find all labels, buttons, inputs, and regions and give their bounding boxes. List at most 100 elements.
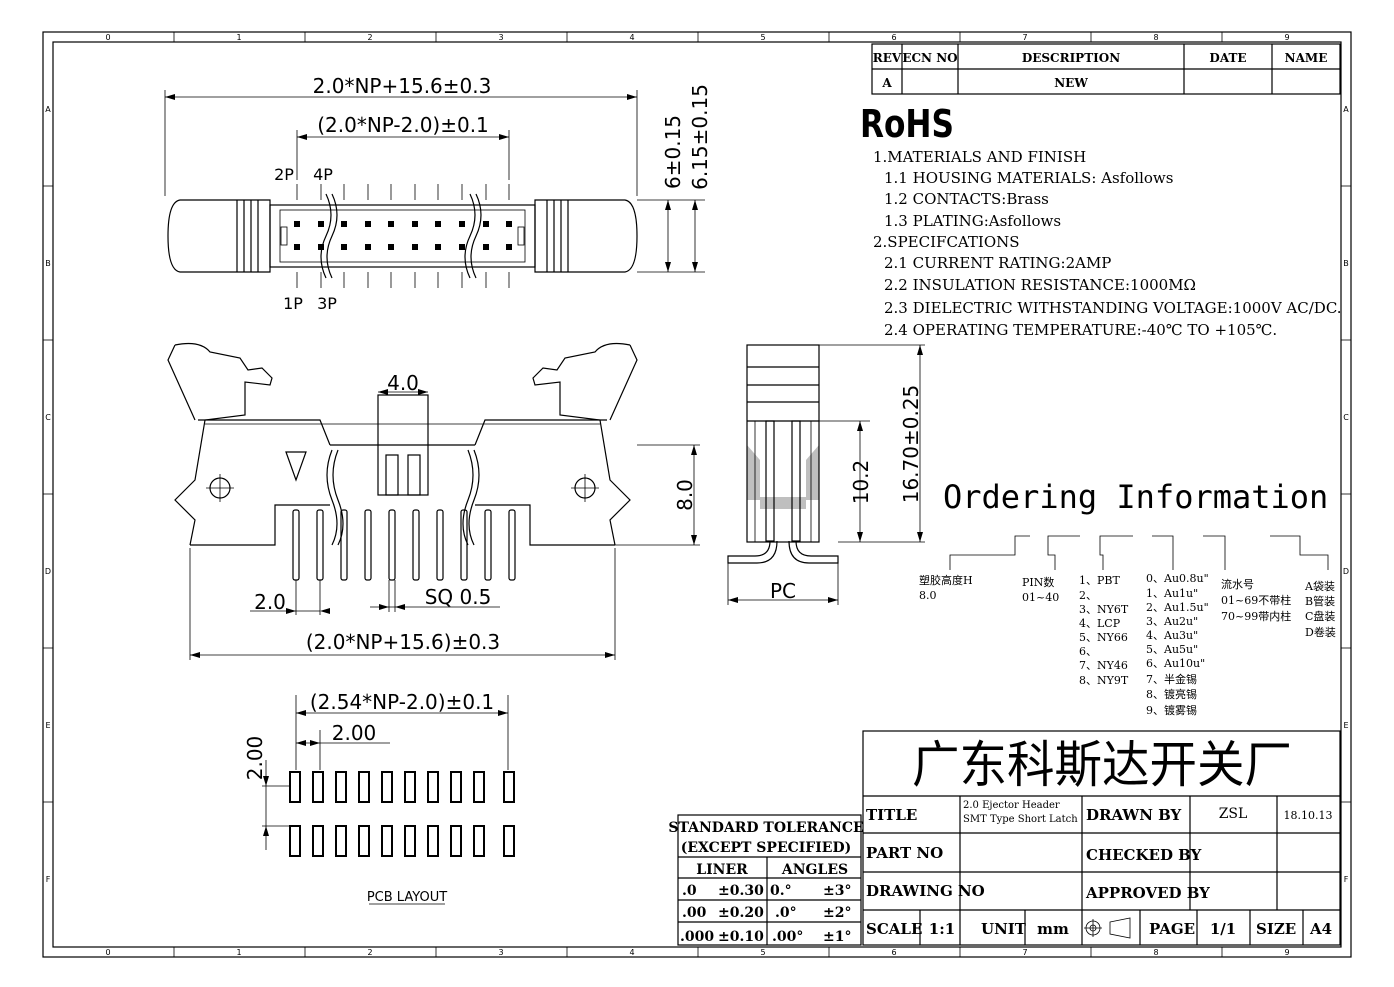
rohs-line-8: 2.3 DIELECTRIC WITHSTANDING VOLTAGE:1000… — [884, 299, 1342, 317]
zone-col-6-top: 6 — [891, 33, 896, 42]
pcb-layout: (2.54*NP-2.0)±0.1 2.00 2.00 PCB LAYOUT — [243, 690, 515, 905]
title-value-1: 2.0 Ejector Header — [963, 800, 1060, 811]
zone-col-0-bottom: 0 — [105, 948, 110, 957]
rohs-line-4: 1.3 PLATING:Asfollows — [884, 212, 1061, 230]
order-g3-l6: 6、 — [1079, 645, 1097, 658]
order-g4-l4: 3、Au2u" — [1146, 615, 1198, 628]
checked-by-label: CHECKED BY — [1086, 846, 1202, 864]
zone-col-3-bottom: 3 — [498, 948, 503, 957]
ordering-title: Ordering Information — [943, 478, 1328, 516]
order-g4-l2: 1、Au1u" — [1146, 587, 1198, 600]
zone-col-3-top: 3 — [498, 33, 503, 42]
rohs-line-9: 2.4 OPERATING TEMPERATURE:-40℃ TO +105℃. — [884, 321, 1277, 339]
tol-r1-l1: .0 — [682, 883, 697, 899]
front-dim-sq: SQ 0.5 — [425, 585, 492, 609]
tol-r1-a1: 0.° — [770, 883, 792, 899]
approved-by-label: APPROVED BY — [1085, 884, 1210, 902]
front-pin-row — [292, 509, 516, 581]
order-g4-l8: 7、半金锡 — [1146, 672, 1197, 686]
rohs-title: RoHS — [860, 102, 954, 146]
title-value-2: SMT Type Short Latch — [963, 814, 1078, 825]
projection-symbol-icon — [1084, 917, 1131, 939]
pin-label-4p: 4P — [313, 165, 333, 184]
tol-r3-a2: ±1° — [823, 929, 851, 945]
size-value: A4 — [1309, 920, 1332, 938]
tol-r1-l2: ±0.30 — [718, 883, 764, 899]
zone-row-b-left: B — [45, 259, 51, 268]
zone-col-5-bottom: 5 — [760, 948, 765, 957]
order-g2-l1: PIN数 — [1022, 576, 1054, 589]
zone-col-5-top: 5 — [760, 33, 765, 42]
order-g3-l5: 5、NY66 — [1079, 631, 1128, 644]
zone-col-7-top: 7 — [1022, 33, 1027, 42]
order-g3-l2: 2、 — [1079, 589, 1097, 602]
description-value: NEW — [1054, 76, 1088, 90]
top-dim-height-outer: 6.15±0.15 — [688, 84, 712, 190]
order-g3-l4: 4、LCP — [1079, 617, 1121, 630]
order-g4-l10: 9、镀雾锡 — [1146, 703, 1197, 717]
company-name: 广东科斯达开关厂 — [912, 736, 1292, 794]
order-g3-l1: 1、PBT — [1079, 574, 1120, 587]
front-dim-overall: (2.0*NP+15.6)±0.3 — [306, 630, 500, 654]
size-label: SIZE — [1256, 920, 1296, 938]
part-no-label: PART NO — [866, 844, 943, 862]
order-g4-l9: 8、镀亮锡 — [1146, 687, 1197, 701]
scale-label: SCALE — [866, 920, 922, 938]
side-label-pc: PC — [770, 579, 796, 603]
pin-label-1p: 1P — [283, 294, 303, 313]
tol-r3-a1: .00° — [772, 929, 803, 945]
pcb-dim-pitch-x: 2.00 — [332, 721, 377, 745]
front-dim-key: 4.0 — [387, 371, 419, 395]
name-header: NAME — [1285, 51, 1328, 65]
title-label: TITLE — [866, 806, 917, 824]
order-g6-l2: B管装 — [1305, 594, 1335, 608]
tolerance-title-1: STANDARD TOLERANCE — [668, 820, 863, 836]
zone-col-9-bottom: 9 — [1284, 948, 1289, 957]
order-g4-l6: 5、Au5u" — [1146, 643, 1198, 656]
order-g5-l2: 01~69不带柱 — [1221, 593, 1291, 607]
tol-r2-a2: ±2° — [823, 905, 851, 921]
unit-label: UNIT — [981, 920, 1027, 938]
side-dim-inner: 10.2 — [849, 460, 873, 505]
rohs-line-7: 2.2 INSULATION RESISTANCE:1000MΩ — [884, 276, 1196, 294]
zone-row-f-left: F — [46, 875, 51, 884]
top-view: 2.0*NP+15.6±0.3 (2.0*NP-2.0)±0.1 — [164, 74, 712, 313]
order-g1-l2: 8.0 — [919, 589, 937, 602]
front-dim-pitch: 2.0 — [254, 590, 286, 614]
zone-col-2-bottom: 2 — [367, 948, 372, 957]
tolerance-title-2: (EXCEPT SPECIFIED) — [681, 840, 851, 856]
side-view: PC 10.2 16.70±0.25 — [727, 344, 925, 605]
zone-row-f-right: F — [1344, 875, 1349, 884]
zone-row-d-right: D — [1343, 567, 1349, 576]
order-g6-l1: A袋装 — [1304, 579, 1335, 593]
page-label: PAGE — [1149, 920, 1195, 938]
tol-r2-l1: .00 — [682, 905, 707, 921]
tol-r3-l1: .000 — [680, 929, 714, 945]
zone-row-c-left: C — [45, 413, 51, 422]
order-g4-l3: 2、Au1.5u" — [1146, 601, 1209, 614]
pcb-dim-pitch-y: 2.00 — [243, 736, 267, 781]
rohs-line-6: 2.1 CURRENT RATING:2AMP — [884, 254, 1111, 272]
unit-value: mm — [1037, 920, 1069, 938]
order-g6-l3: C盘装 — [1305, 609, 1335, 623]
drawn-by-value: ZSL — [1219, 806, 1248, 822]
date-value: 18.10.13 — [1284, 809, 1333, 822]
top-dim-height-inner: 6±0.15 — [661, 115, 685, 189]
rohs-line-2: 1.1 HOUSING MATERIALS: Asfollows — [884, 169, 1173, 187]
scale-value: 1:1 — [929, 920, 955, 938]
zone-row-a-right: A — [1343, 105, 1349, 114]
tolerance-table: STANDARD TOLERANCE (EXCEPT SPECIFIED) LI… — [668, 814, 864, 946]
zone-col-1-bottom: 1 — [236, 948, 241, 957]
tol-r1-a2: ±3° — [823, 883, 851, 899]
zone-col-2-top: 2 — [367, 33, 372, 42]
page-value: 1/1 — [1210, 920, 1236, 938]
tol-r2-l2: ±0.20 — [718, 905, 764, 921]
zone-row-e-left: E — [45, 721, 50, 730]
zone-row-c-right: C — [1343, 413, 1349, 422]
pcb-caption: PCB LAYOUT — [367, 890, 447, 905]
zone-row-e-right: E — [1343, 721, 1348, 730]
zone-col-4-bottom: 4 — [629, 948, 634, 957]
order-g4-l7: 6、Au10u" — [1146, 657, 1205, 670]
drawn-by-label: DRAWN BY — [1086, 806, 1182, 824]
order-g1-l1: 塑胶高度H — [919, 573, 973, 587]
